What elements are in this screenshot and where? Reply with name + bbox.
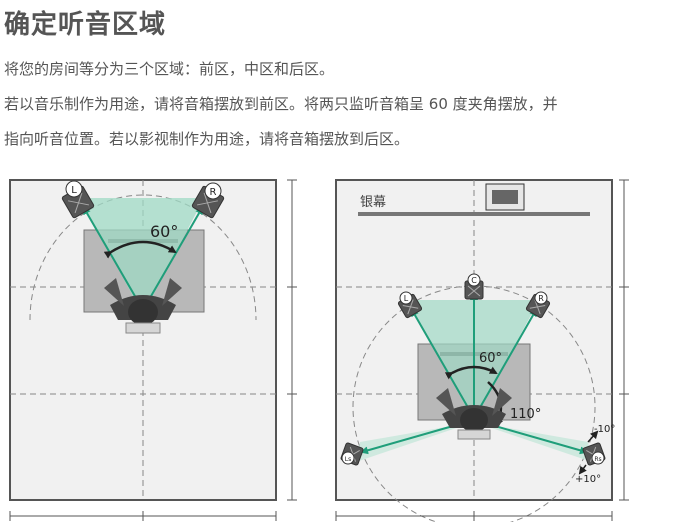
projector-lens: [492, 190, 518, 204]
tilt-plus-label: +10°: [575, 474, 601, 485]
speaker-center-badge: [467, 273, 481, 287]
chair: [457, 429, 491, 440]
music-room-diagram: 60° L R: [9, 179, 297, 521]
intro-paragraph-3: 指向听音位置。若以影视制作为用途，请将音箱摆放到后区。: [4, 130, 410, 148]
arrow-to-right-speaker: [142, 206, 204, 311]
arrow-to-left-speaker: [82, 206, 144, 311]
speaker-surround-left-badge: [341, 451, 355, 465]
intro-paragraph-1: 将您的房间等分为三个区域：前区，中区和后区。: [4, 60, 335, 78]
tilt-up-arrow: [587, 430, 599, 443]
speaker-right-label: R: [210, 187, 217, 198]
listener-right-arm: [162, 278, 182, 306]
speaker-left-badge: [399, 291, 413, 305]
listener-right-arm: [492, 388, 512, 416]
surround-angle-label: 110°: [510, 407, 541, 422]
speaker-left-label: L: [71, 185, 77, 196]
arrow-to-right-speaker: [473, 308, 537, 419]
speaker-right-label: R: [538, 294, 544, 303]
listener-head: [460, 408, 488, 432]
surround-left-beam: [356, 422, 474, 462]
chair: [125, 322, 161, 334]
film-room-diagram: 银幕 60° 110° L: [335, 179, 629, 522]
tilt-minus-label: -10°: [594, 424, 615, 435]
speaker-surround-left-label: Ls: [345, 456, 351, 463]
front-angle-arc: [444, 365, 498, 380]
speaker-placement-diagram: 60° L R: [9, 179, 629, 522]
speaker-left-badge: [65, 180, 83, 198]
listener-head: [128, 299, 158, 325]
screen-bar: [358, 212, 590, 216]
listening-circle: [352, 285, 596, 522]
speaker-surround-right-label: Rs: [594, 456, 601, 463]
angle-arc: [103, 240, 177, 259]
listener-left-arm: [104, 278, 124, 306]
page-title: 确定听音区域: [4, 10, 167, 40]
intro-paragraph-2: 若以音乐制作为用途，请将音箱摆放到前区。将两只监听音箱呈 60 度夹角摆放，并: [4, 95, 558, 113]
tilt-down-arrow: [578, 464, 587, 475]
speaker-center-label: C: [471, 276, 477, 285]
listener-left-arm: [436, 388, 456, 416]
angle-label: 60°: [150, 222, 178, 241]
listening-arc: [29, 194, 257, 321]
speaker-right-badge: [534, 291, 548, 305]
speaker-center: [464, 280, 484, 300]
speaker-left-label: L: [404, 294, 409, 303]
front-angle-label: 60°: [479, 351, 502, 366]
surround-right-beam: [474, 422, 592, 462]
screen-label: 银幕: [360, 195, 386, 210]
arrow-to-left-speaker: [411, 308, 475, 419]
speaker-surround-right-badge: [591, 451, 605, 465]
speaker-right-badge: [204, 182, 222, 200]
